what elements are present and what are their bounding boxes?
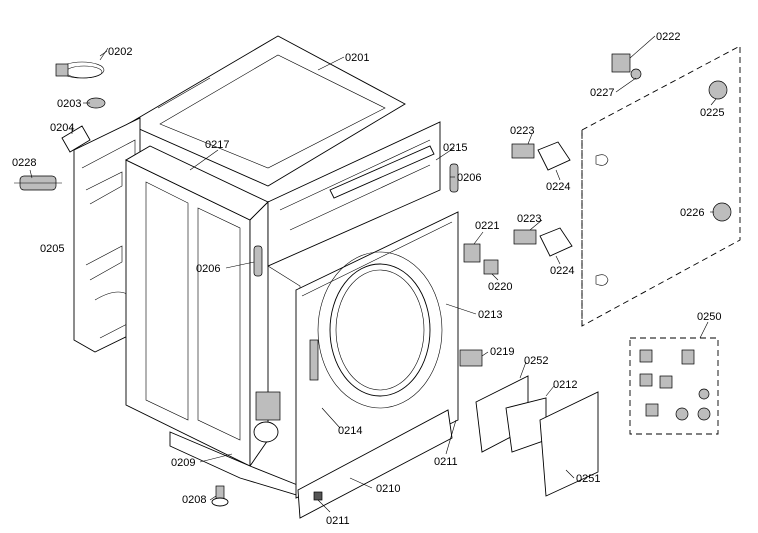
label-0209: 0209 bbox=[171, 457, 195, 469]
door-panel-dashed bbox=[581, 45, 741, 327]
bottom-kick-panel bbox=[297, 409, 453, 519]
label-0220: 0220 bbox=[488, 281, 512, 293]
label-0201: 0201 bbox=[345, 52, 369, 64]
side-panel-rear bbox=[73, 117, 141, 353]
label-0212: 0212 bbox=[553, 379, 577, 391]
foot bbox=[211, 485, 229, 507]
control-module bbox=[475, 375, 599, 497]
label-0250: 0250 bbox=[697, 311, 721, 323]
label-0223: 0223 bbox=[510, 125, 534, 137]
label-0224: 0224 bbox=[546, 181, 570, 193]
label-0204: 0204 bbox=[50, 122, 74, 134]
mains-cable bbox=[55, 47, 109, 79]
label-0228: 0228 bbox=[12, 157, 36, 169]
label-0206: 0206 bbox=[457, 172, 481, 184]
handle-left bbox=[253, 245, 263, 277]
cabinet-side-panel bbox=[125, 145, 269, 467]
knob-cap bbox=[630, 68, 642, 80]
label-0225: 0225 bbox=[700, 107, 724, 119]
top-cover bbox=[127, 35, 406, 187]
clip-bracket bbox=[61, 125, 91, 153]
switch-block bbox=[459, 349, 483, 367]
label-0202: 0202 bbox=[108, 46, 132, 58]
label-0205: 0205 bbox=[40, 243, 64, 255]
label-0211: 0211 bbox=[326, 515, 350, 527]
label-0252: 0252 bbox=[524, 355, 548, 367]
label-0214: 0214 bbox=[338, 425, 362, 437]
knob-lower bbox=[712, 202, 732, 222]
label-0215: 0215 bbox=[443, 142, 467, 154]
knob-upper bbox=[708, 80, 728, 100]
top-rail bbox=[329, 145, 435, 199]
label-0217: 0217 bbox=[205, 139, 229, 151]
label-0210: 0210 bbox=[376, 483, 400, 495]
cabinet-frame bbox=[169, 121, 441, 497]
label-0224: 0224 bbox=[550, 265, 574, 277]
label-0223: 0223 bbox=[517, 213, 541, 225]
label-0213: 0213 bbox=[478, 309, 502, 321]
label-0211: 0211 bbox=[434, 456, 458, 468]
lock-parts bbox=[463, 243, 499, 275]
service-kit bbox=[629, 337, 719, 435]
label-0206: 0206 bbox=[196, 263, 220, 275]
suppressor-filter bbox=[14, 175, 62, 191]
label-0221: 0221 bbox=[475, 220, 499, 232]
label-0219: 0219 bbox=[490, 346, 514, 358]
part-labels: 0201 0202 0203 0204 0228 0217 0205 0206 … bbox=[12, 31, 724, 527]
handle-right bbox=[449, 163, 459, 193]
hinge-upper bbox=[511, 141, 571, 171]
label-0203: 0203 bbox=[57, 98, 81, 110]
knob-holder bbox=[611, 53, 631, 73]
hinge-lower bbox=[513, 227, 573, 257]
leader-lines bbox=[29, 35, 717, 513]
label-0227: 0227 bbox=[590, 87, 614, 99]
label-0208: 0208 bbox=[182, 494, 206, 506]
label-0222: 0222 bbox=[656, 31, 680, 43]
label-0226: 0226 bbox=[680, 207, 704, 219]
label-0251: 0251 bbox=[576, 473, 600, 485]
